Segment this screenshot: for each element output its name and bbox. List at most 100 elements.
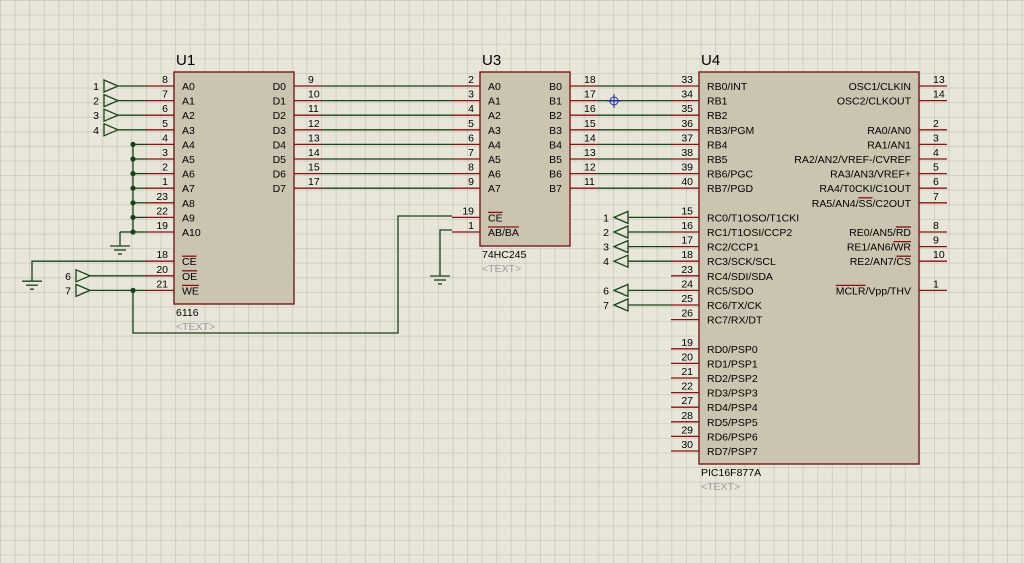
chip-u1-body [173, 71, 295, 305]
pin-label: RA4/T0CKI/C1OUT [819, 183, 911, 195]
pin-number: 15 [584, 118, 596, 130]
pin-label: A1 [488, 96, 501, 108]
pin-number: 7 [933, 191, 939, 203]
pin-label: B1 [549, 96, 562, 108]
pin-label: D6 [273, 169, 287, 181]
pin-number: 29 [681, 424, 693, 436]
pin-number: 10 [933, 249, 945, 261]
pin-number: 3 [468, 89, 474, 101]
terminal-label: 1 [93, 81, 99, 93]
pin-number: 34 [681, 89, 693, 101]
pin-number: 15 [681, 205, 693, 217]
junction-dot [130, 141, 136, 147]
pin-number: 26 [681, 308, 693, 320]
pin-number: 19 [462, 205, 474, 217]
pin-label: B0 [549, 81, 562, 93]
terminal-triangle [75, 283, 92, 298]
terminal-triangle [612, 283, 629, 298]
pin-number: 1 [162, 176, 168, 188]
pin-label: RB2 [707, 110, 728, 122]
pin-label: RC3/SCK/SCL [707, 256, 776, 268]
junction-dot [130, 200, 136, 206]
pin-label: RD1/PSP1 [707, 358, 758, 370]
terminal-triangle [103, 122, 120, 137]
pin-number: 18 [156, 249, 168, 261]
pin-number: 30 [681, 439, 693, 451]
pin-label: RE2/AN7/CS [850, 256, 911, 268]
terminal-label: 4 [603, 256, 609, 268]
pin-label: RD5/PSP5 [707, 417, 758, 429]
pin-label: D1 [273, 96, 287, 108]
pin-label: RB5 [707, 154, 728, 166]
pin-number: 17 [681, 235, 693, 247]
terminal-triangle [103, 79, 120, 93]
pin-number: 10 [308, 89, 320, 101]
pin-number: 16 [681, 220, 693, 232]
parts: U16116<TEXT>8A07A16A25A34A43A52A61A723A8… [146, 52, 947, 493]
wire-path [439, 229, 452, 268]
pin-label: D0 [273, 81, 287, 93]
junction-dot [130, 171, 136, 177]
pin-number: 2 [468, 74, 474, 86]
chip-text-placeholder: <TEXT> [176, 321, 215, 333]
pin-label: B7 [549, 183, 562, 195]
pin-label: RC5/SDO [707, 285, 754, 297]
chip-value: PIC16F877A [701, 467, 761, 479]
terminal-label: 1 [603, 212, 609, 224]
terminal-label: 6 [65, 271, 71, 283]
pin-label: D7 [273, 183, 287, 195]
pin-label: D5 [273, 154, 287, 166]
wire-path [132, 215, 452, 334]
terminal-triangle [612, 239, 629, 254]
chip-u3-body [479, 71, 571, 247]
terminal-label: 6 [603, 285, 609, 297]
pin-number: 7 [468, 147, 474, 159]
pin-label: RC0/T1OSO/T1CKI [707, 212, 799, 224]
pin-label: A3 [488, 125, 501, 137]
chip-value: 6116 [176, 307, 199, 319]
junction-dot [130, 185, 136, 191]
pin-number: 19 [681, 337, 693, 349]
pin-number: 14 [584, 132, 596, 144]
pin-number: 28 [681, 410, 693, 422]
pin-label: D2 [273, 110, 287, 122]
chip-reference: U4 [701, 52, 720, 69]
pin-label: A1 [182, 96, 195, 108]
pin-number: 19 [156, 220, 168, 232]
pin-number: 17 [584, 89, 596, 101]
pin-label: RA5/AN4/SS/C2OUT [812, 198, 912, 210]
pin-label: RB6/PGC [707, 169, 754, 181]
pin-number: 23 [156, 191, 168, 203]
pin-number: 13 [933, 74, 945, 86]
pin-number: 37 [681, 132, 693, 144]
pin-number: 7 [162, 89, 168, 101]
pin-label: RA0/AN0 [867, 125, 911, 137]
pin-label: RC7/RX/DT [707, 315, 763, 327]
pin-label: RB4 [707, 139, 728, 151]
pin-label: MCLR/Vpp/THV [836, 285, 911, 297]
pin-label: OSC1/CLKIN [849, 81, 911, 93]
terminal-triangle [75, 268, 92, 283]
pin-label: A10 [182, 227, 201, 239]
pin-number: 40 [681, 176, 693, 188]
pin-label: RD6/PSP6 [707, 431, 758, 443]
pin-number: 3 [162, 147, 168, 159]
pin-number: 11 [584, 176, 595, 188]
pin-number: 33 [681, 74, 693, 86]
terminal-triangle [612, 225, 629, 239]
pin-label: A2 [182, 110, 195, 122]
terminal-label: 2 [603, 227, 609, 239]
pin-label: D3 [273, 125, 287, 137]
pin-label: RA2/AN2/VREF-/CVREF [794, 154, 911, 166]
pin-label: A5 [488, 154, 501, 166]
chip-u4-body [698, 71, 920, 465]
pin-label: RE0/AN5/RD [849, 227, 911, 239]
pin-number: 13 [308, 132, 320, 144]
pin-number: 2 [162, 162, 168, 174]
pin-label: D4 [273, 139, 287, 151]
pin-label: B2 [549, 110, 562, 122]
terminal-label: 7 [65, 285, 71, 297]
terminal-triangle [103, 108, 120, 123]
terminal-triangle [612, 210, 629, 225]
